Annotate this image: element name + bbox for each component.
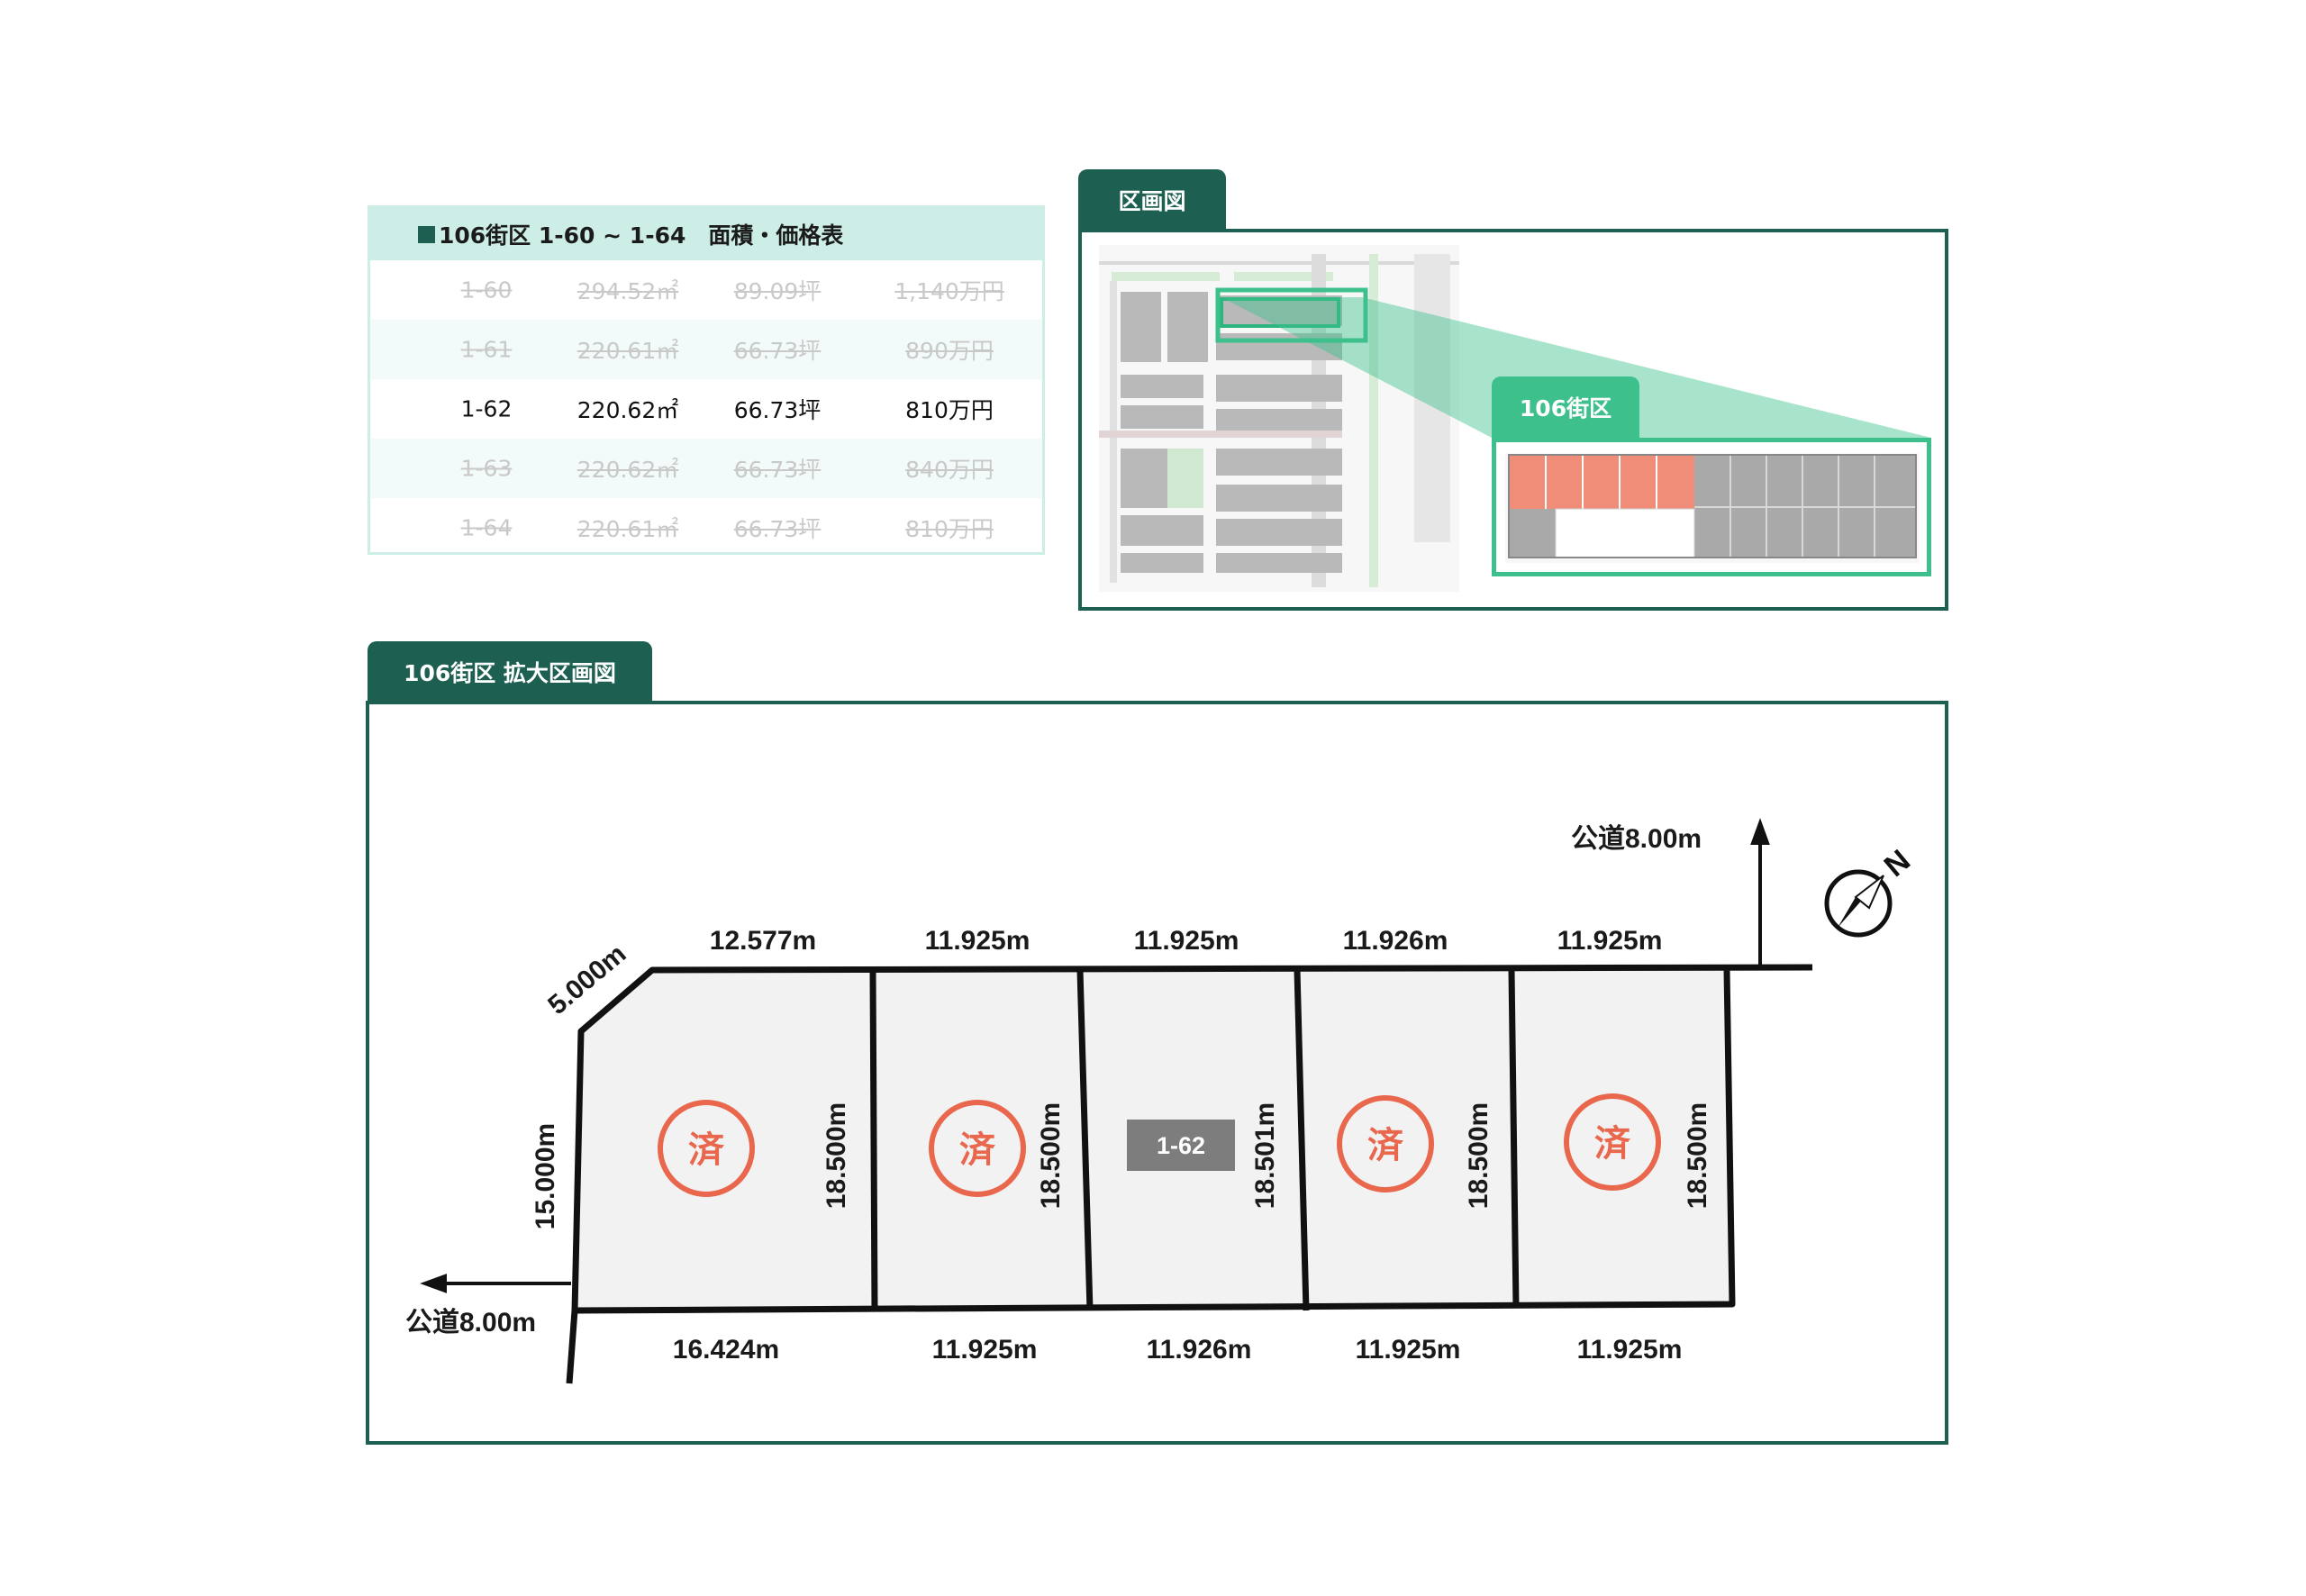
lot-number: 1-61 — [460, 336, 513, 363]
lot-number: 1-64 — [460, 514, 513, 541]
lot-price: 810万円 — [905, 516, 994, 542]
dim-top-3: 11.925m — [1134, 926, 1239, 956]
dim-right-5: 18.500m — [1683, 1102, 1712, 1209]
price-row-1-64: 1-64 220.61㎡ 66.73坪 810万円 — [370, 498, 1042, 558]
price-row-1-61: 1-61 220.61㎡ 66.73坪 890万円 — [370, 320, 1042, 379]
site-overview-map — [1099, 245, 1459, 592]
block-106-zoom — [1492, 438, 1931, 576]
dim-bottom-4: 11.925m — [1356, 1335, 1461, 1365]
price-table-header: 106街区 1-60 ~ 1-64 面積・価格表 — [370, 208, 1042, 260]
lot-1-64 — [1512, 970, 1732, 1308]
lot-tsubo: 66.73坪 — [733, 457, 822, 483]
dim-bottom-2: 11.925m — [932, 1335, 1038, 1365]
tab-enlarged-plan: 106街区 拡大区画図 — [368, 641, 652, 703]
lot-price: 810万円 — [905, 397, 994, 423]
highlight-lots — [1509, 455, 1694, 509]
dim-right-2: 18.500m — [1036, 1102, 1066, 1209]
lot-tsubo: 66.73坪 — [733, 516, 822, 542]
tab-key-map: 区画図 — [1078, 169, 1226, 231]
dim-top-1: 12.577m — [710, 926, 816, 956]
lot-1-63 — [1297, 970, 1516, 1310]
lot-area: 220.62㎡ — [576, 457, 679, 483]
dim-bottom-1: 16.424m — [673, 1335, 779, 1365]
lot-tsubo: 66.73坪 — [733, 338, 822, 364]
available-lot-label: 1-62 — [1157, 1132, 1205, 1159]
lot-1-61 — [873, 970, 1090, 1310]
road-left-label: 公道8.00m — [405, 1308, 536, 1338]
lot-area: 220.61㎡ — [576, 338, 679, 364]
sold-mark: 済 — [688, 1129, 725, 1171]
lot-area: 220.62㎡ — [576, 397, 679, 423]
lot-tsubo: 66.73坪 — [733, 397, 822, 423]
dim-right-4: 18.500m — [1464, 1102, 1493, 1209]
sold-mark: 済 — [959, 1129, 996, 1171]
dim-bottom-3: 11.926m — [1147, 1335, 1252, 1365]
dim-bottom-5: 11.925m — [1577, 1335, 1683, 1365]
tab-enlarged-plan-label: 106街区 拡大区画図 — [404, 660, 616, 686]
dim-top-2: 11.925m — [925, 926, 1030, 956]
block-106-thumbnail — [1505, 453, 1920, 563]
square-bullet-icon — [418, 225, 435, 243]
tab-block-106: 106街区 — [1492, 376, 1639, 438]
lot-number: 1-62 — [460, 395, 513, 422]
tab-block-106-label: 106街区 — [1519, 395, 1612, 422]
lot-area: 294.52㎡ — [576, 278, 679, 304]
dim-left: 15.000m — [531, 1123, 560, 1229]
lot-area: 220.61㎡ — [576, 516, 679, 542]
price-row-1-60: 1-60 294.52㎡ 89.09坪 1,140万円 — [370, 260, 1042, 320]
lot-price: 840万円 — [905, 457, 994, 483]
dim-right-3: 18.501m — [1250, 1102, 1280, 1209]
sold-mark: 済 — [1367, 1125, 1404, 1166]
dim-top-5: 11.925m — [1557, 926, 1663, 956]
lot-number: 1-63 — [460, 455, 513, 482]
available-lot-1-62[interactable]: 1-62 — [1127, 1120, 1235, 1171]
price-row-1-63: 1-63 220.62㎡ 66.73坪 840万円 — [370, 439, 1042, 498]
lot-tsubo: 89.09坪 — [733, 278, 822, 304]
dim-top-4: 11.926m — [1343, 926, 1448, 956]
sold-seal-1-63: 済 — [1337, 1095, 1434, 1192]
road-top-label: 公道8.00m — [1571, 824, 1702, 854]
lot-number: 1-60 — [460, 277, 513, 304]
lot-price: 890万円 — [905, 338, 994, 364]
price-row-1-62[interactable]: 1-62 220.62㎡ 66.73坪 810万円 — [370, 379, 1042, 439]
arrow-up-icon — [1750, 818, 1770, 845]
price-table-title: 106街区 1-60 ~ 1-64 面積・価格表 — [439, 222, 844, 249]
arrow-left-icon — [420, 1274, 447, 1293]
lot-1-60 — [575, 970, 875, 1310]
sold-seal-1-60: 済 — [658, 1100, 755, 1197]
sold-mark: 済 — [1594, 1123, 1631, 1165]
sold-seal-1-64: 済 — [1564, 1093, 1661, 1191]
lot-price: 1,140万円 — [894, 278, 1004, 304]
price-table: 106街区 1-60 ~ 1-64 面積・価格表 1-60 294.52㎡ 89… — [368, 205, 1045, 555]
tab-key-map-label: 区画図 — [1118, 188, 1186, 214]
dim-right-1: 18.500m — [822, 1102, 851, 1209]
sold-seal-1-61: 済 — [929, 1100, 1026, 1197]
